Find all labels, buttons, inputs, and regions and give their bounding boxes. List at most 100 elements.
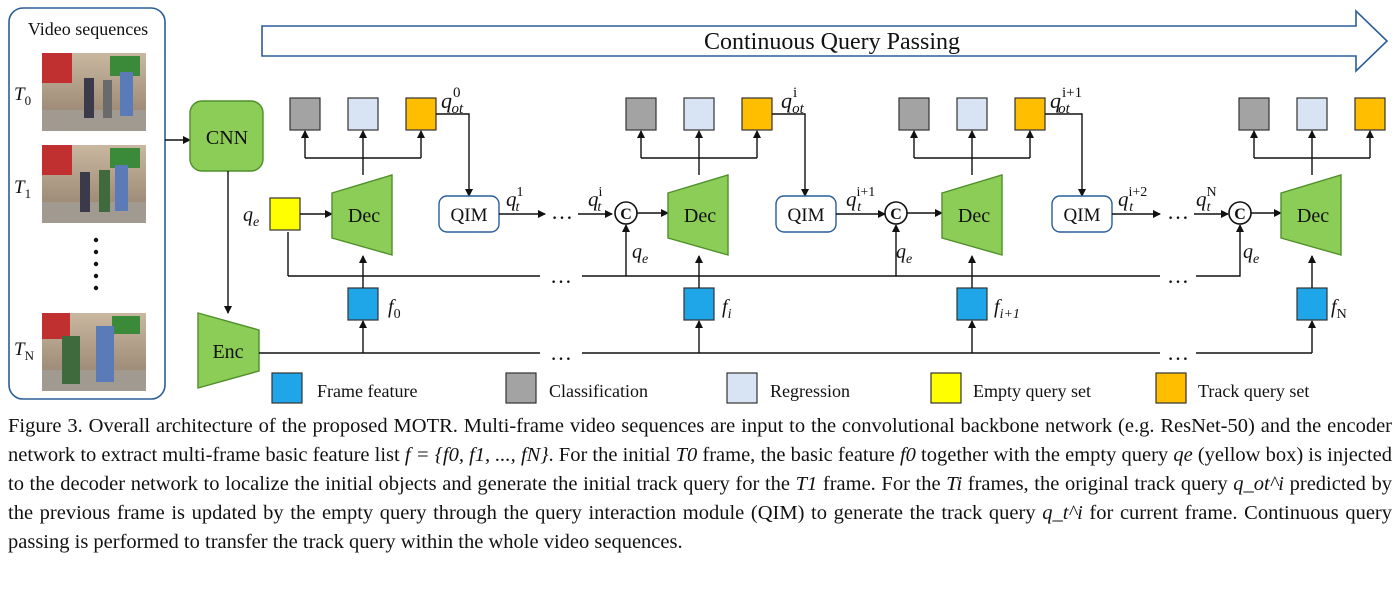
classification-box-0 [289,97,321,131]
feature-label-n: fN [1331,296,1347,322]
feature-label-i1: fi+1 [994,296,1020,322]
regression-box-i1 [956,97,988,131]
dec-label-i1: Dec [958,205,990,227]
regression-box-n [1296,97,1328,131]
figure-caption: Figure 3. Overall architecture of the pr… [8,412,1392,557]
ellipsis-feature-bus-2: … [1167,340,1189,365]
caption-text-9: for current frame. Continuous query pass… [8,502,1393,553]
frame-dots [93,237,99,291]
classification-box-i1 [898,97,930,131]
dec-label-n: Dec [1297,205,1329,227]
continuous-query-passing-arrow [261,9,1389,73]
encoder-block [197,312,260,389]
frame-label-tn: TN [14,339,35,363]
motr-architecture-diagram: Continuous Query Passing Video sequences… [8,7,1389,404]
decoder-block-n [1280,174,1342,256]
dec-label-i: Dec [684,205,716,227]
stage-n: Dec fN [1238,97,1386,353]
dec-label-0: Dec [348,205,380,227]
qim-label-2: QIM [788,205,825,226]
caption-feature-list: f = {f0, f1, ..., fN} [404,444,549,466]
empty-query-label-initial: qe [243,204,259,230]
caption-text-2: . For the initial [548,444,676,466]
concat-symbol-1: C [620,206,632,223]
qim-label-3: QIM [1064,205,1101,226]
frame-feature-box-n [1296,287,1328,321]
concat-symbol-2: C [890,206,902,223]
empty-query-label-3: qe [1243,241,1259,267]
ellipsis-query-bus-1: … [550,263,572,288]
legend-swatch-track-query [1155,372,1187,404]
regression-box-i [683,97,715,131]
caption-qe: qe [1173,444,1193,466]
classification-box-i [625,97,657,131]
legend-swatch-empty-query [930,372,962,404]
track-query-box-n [1354,97,1386,131]
caption-text-5: (yellow box) is injected to the decoder … [8,444,1393,495]
legend-swatch-frame-feature [271,372,303,404]
feature-label-0: f0 [388,296,401,322]
cnn-label: CNN [206,127,248,149]
classification-box-n [1238,97,1270,131]
enc-label: Enc [212,341,243,363]
empty-query-box [269,197,301,231]
caption-text-4: together with the empty query [915,444,1174,466]
legend-label-track-query: Track query set [1198,381,1309,401]
caption-f0: f0 [899,444,916,466]
ellipsis-track-1: … [551,199,573,224]
legend-swatch-classification [505,372,537,404]
decoder-block-i1 [941,174,1003,256]
caption-text-3: frame, the basic feature [697,444,900,466]
concat-symbol-3: C [1234,206,1246,223]
caption-text-7: frames, the original track query [962,473,1234,495]
regression-box-0 [347,97,379,131]
caption-t0: T0 [675,444,698,466]
track-query-box-i1 [1014,97,1046,131]
continuous-query-passing-label: Continuous Query Passing [704,29,960,55]
frame-label-t0: T0 [14,84,31,108]
empty-query-label-1: qe [632,241,648,267]
track-query-box-0 [405,97,437,131]
frame-label-t1: T1 [14,177,31,201]
caption-text-8: predicted by the previous frame is updat… [8,473,1392,524]
frame-thumbnail-t0 [42,53,146,131]
legend-label-frame-feature: Frame feature [317,381,417,401]
legend-label-classification: Classification [549,381,648,401]
frame-feature-box-i [683,287,715,321]
caption-ti: Ti [946,473,963,495]
legend: Frame feature Classification Regression … [271,372,1309,404]
ellipsis-query-bus-2: … [1167,263,1189,288]
ellipsis-feature-bus-1: … [550,340,572,365]
cnn-block [189,100,264,172]
caption-t1: T1 [795,473,818,495]
decoder-block-i [667,174,729,256]
frame-thumbnail-tn [42,313,146,391]
video-sequences-title: Video sequences [28,19,148,39]
legend-label-empty-query: Empty query set [973,381,1091,401]
legend-label-regression: Regression [770,381,850,401]
caption-text-6: frame. For the [817,473,947,495]
caption-text-1: Figure 3. Overall architecture of the pr… [8,415,1392,466]
ellipsis-track-2: … [1167,199,1189,224]
frame-feature-box-i1 [956,287,988,321]
empty-query-label-2: qe [896,241,912,267]
decoder-block-0 [331,174,393,256]
caption-qot: q_ot^i [1233,473,1284,495]
feature-label-i: fi [722,296,732,322]
qim-label-1: QIM [451,205,488,226]
frame-thumbnail-t1 [42,145,146,223]
track-query-box-i [741,97,773,131]
caption-qt: q_t^i [1042,502,1083,524]
legend-swatch-regression [726,372,758,404]
